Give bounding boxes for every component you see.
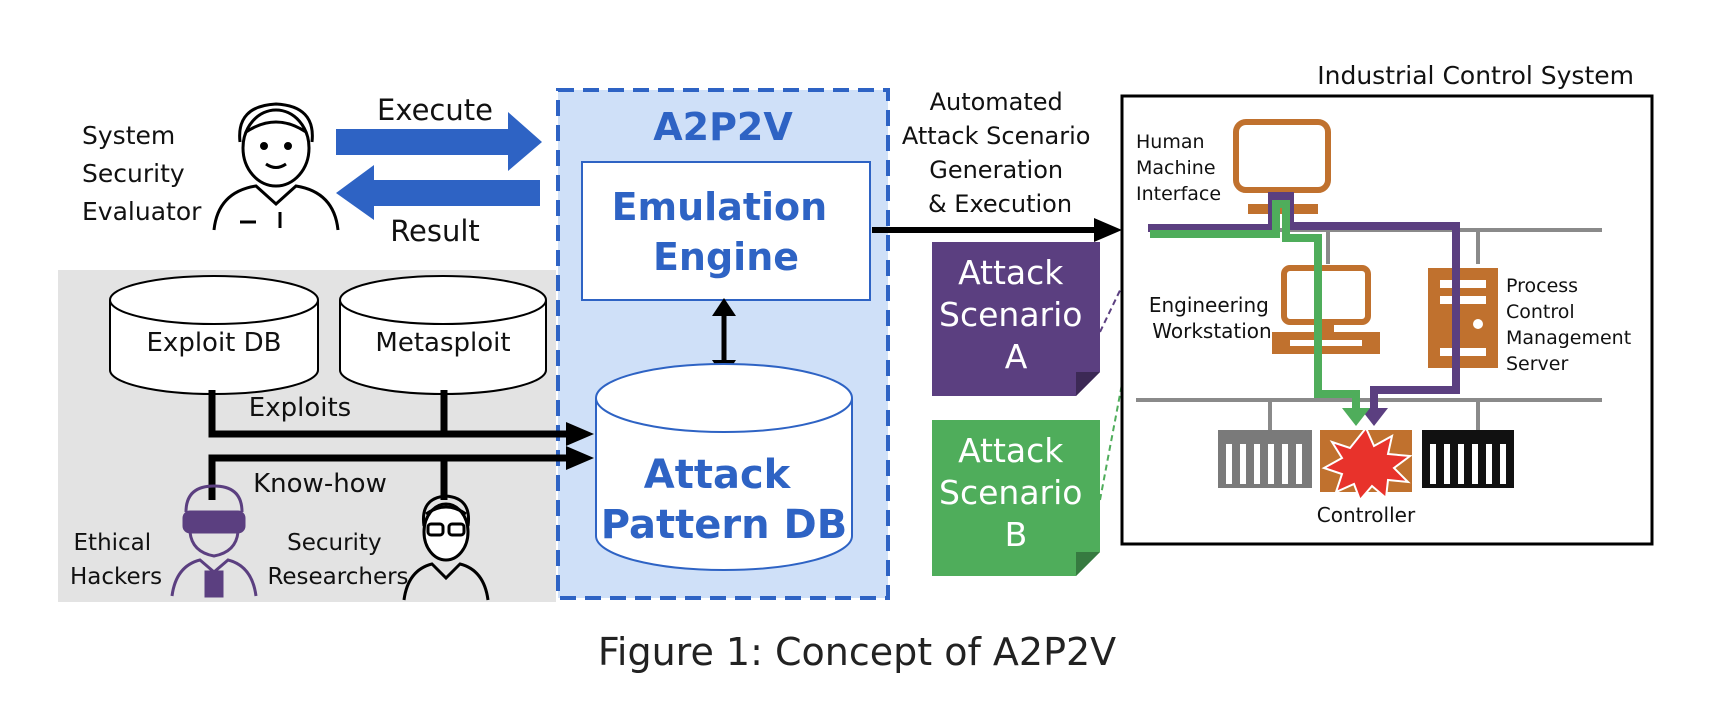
metasploit-label: Metasploit bbox=[375, 328, 510, 358]
execute-label: Execute bbox=[377, 93, 493, 127]
ics-title: Industrial Control System bbox=[1317, 61, 1634, 90]
evaluator-label: System Security Evaluator bbox=[82, 121, 202, 226]
execute-arrow bbox=[336, 112, 542, 171]
attack-pattern-db bbox=[595, 398, 853, 571]
attack-pattern-db-top bbox=[595, 363, 853, 433]
exploits-connector bbox=[208, 390, 570, 438]
workstation-label: Engineering Workstation bbox=[1149, 293, 1275, 343]
result-label: Result bbox=[390, 214, 480, 248]
emulation-engine-box bbox=[581, 161, 871, 301]
hmi-label: Human Machine Interface bbox=[1136, 131, 1222, 205]
ethical-hackers-label: Ethical Hackers bbox=[70, 530, 162, 590]
attack-path-b bbox=[1150, 200, 1360, 412]
plc-black-icon bbox=[1422, 430, 1514, 488]
exploits-arrowhead bbox=[566, 422, 594, 446]
exploit-db-top bbox=[109, 275, 319, 325]
evaluator-person-icon bbox=[212, 102, 340, 231]
server-label: Process Control Management Server bbox=[1506, 275, 1637, 375]
ethical-hacker-icon bbox=[170, 484, 258, 598]
server-icon bbox=[1428, 268, 1498, 368]
plc-gray-icon bbox=[1218, 430, 1312, 488]
security-researchers-label: Security Researchers bbox=[267, 530, 408, 590]
attack-pattern-db-label: Attack Pattern DB bbox=[601, 452, 847, 548]
engine-db-arrow-up bbox=[712, 298, 736, 316]
exploits-label: Exploits bbox=[249, 393, 351, 423]
scenario-b-fold bbox=[1076, 552, 1100, 576]
controller-icon bbox=[1320, 426, 1413, 502]
metasploit-top bbox=[339, 275, 547, 325]
emulation-engine-label: Emulation Engine bbox=[612, 185, 841, 279]
attack-path-b-arrowhead bbox=[1342, 408, 1370, 426]
a2p2v-title: A2P2V bbox=[653, 105, 793, 149]
attack-path-a-arrowhead bbox=[1360, 408, 1388, 426]
generation-label: Automated Attack Scenario Generation & E… bbox=[902, 88, 1098, 218]
scenario-a-fold bbox=[1076, 372, 1100, 396]
scenario-b-label: Attack Scenario B bbox=[939, 431, 1093, 554]
scenario-b-card bbox=[932, 420, 1100, 576]
security-researcher-icon bbox=[402, 494, 490, 601]
workstation-icon bbox=[1272, 265, 1380, 354]
knowhow-arrowhead bbox=[566, 446, 594, 470]
figure-caption: Figure 1: Concept of A2P2V bbox=[598, 630, 1116, 674]
scenario-a-card bbox=[932, 242, 1100, 396]
exploit-db-label: Exploit DB bbox=[147, 328, 282, 358]
scenario-a-label: Attack Scenario A bbox=[939, 253, 1093, 376]
knowhow-label: Know-how bbox=[253, 469, 387, 499]
controller-label: Controller bbox=[1317, 503, 1416, 527]
generation-arrowhead bbox=[1094, 218, 1122, 242]
result-arrow bbox=[336, 165, 540, 220]
